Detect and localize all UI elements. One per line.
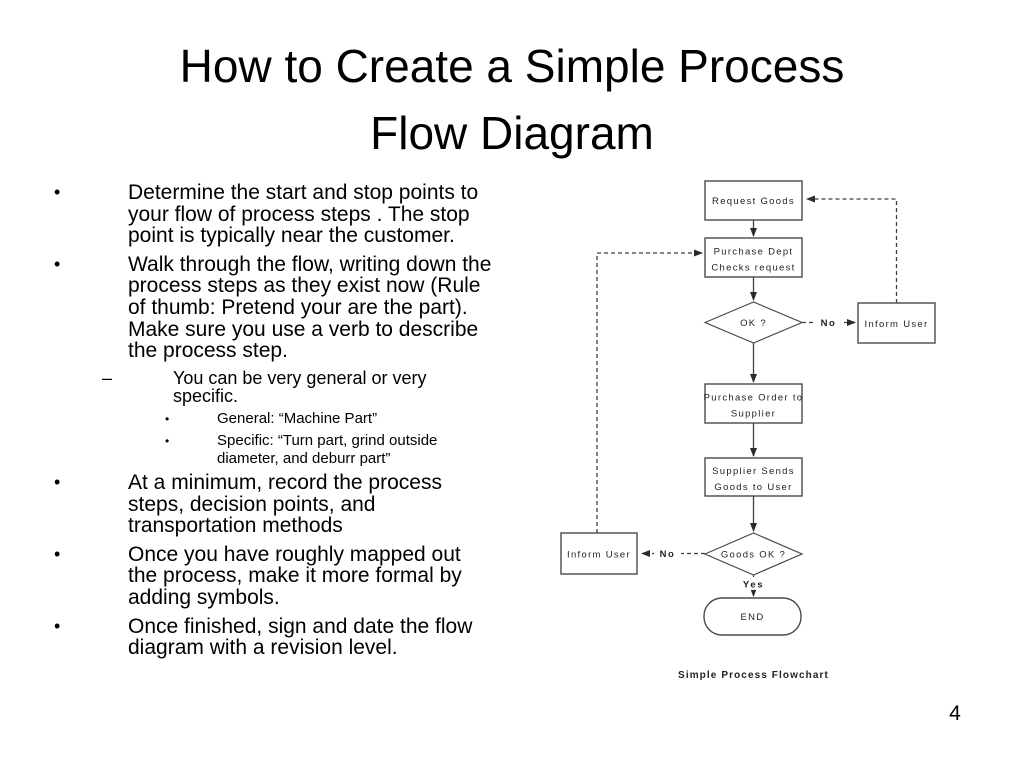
process-flow-diagram: Request Goods Purchase Dept Checks reque… xyxy=(560,180,936,681)
flowchart-caption: Simple Process Flowchart xyxy=(678,670,829,681)
page-number: 4 xyxy=(949,702,961,725)
supplier-sends-label-line2: Goods to User xyxy=(714,482,792,493)
inform-user-right-label: Inform User xyxy=(865,319,929,330)
inform-user-left-box xyxy=(560,532,638,575)
bullet-marker: • xyxy=(54,253,61,274)
purchase-dept-label-line1: Purchase Dept xyxy=(714,247,794,258)
purchase-order-label-line1: Purchase Order to xyxy=(704,393,804,404)
bullet-text: Specific: “Turn part, grind outside diam… xyxy=(217,431,438,467)
ok-decision-diamond xyxy=(703,301,804,344)
request-goods-box xyxy=(704,180,803,221)
list-item: • At a minimum, record the process steps… xyxy=(38,472,493,537)
bullet-text: Determine the start and stop points to y… xyxy=(128,181,479,248)
bullet-text: Walk through the flow, writing down the … xyxy=(128,252,492,363)
bullet-list: • Determine the start and stop points to… xyxy=(38,182,493,666)
bullet-text: You can be very general or very specific… xyxy=(173,367,427,407)
page-title: How to Create a Simple Process Flow Diag… xyxy=(0,33,1024,167)
bullet-marker: • xyxy=(54,471,61,492)
goods-ok-decision-label: Goods OK ? xyxy=(721,550,786,561)
dash-marker: – xyxy=(102,367,113,388)
title-line-2: Flow Diagram xyxy=(370,107,654,159)
list-item: • Determine the start and stop points to… xyxy=(38,182,493,247)
bullet-text: General: “Machine Part” xyxy=(217,409,378,427)
list-item: • Walk through the flow, writing down th… xyxy=(38,252,493,363)
list-item: • General: “Machine Part” xyxy=(38,410,493,428)
inform-user-right-box xyxy=(857,302,936,344)
no-left-label-bg xyxy=(654,546,681,560)
bullet-marker: • xyxy=(165,411,170,426)
end-label: END xyxy=(741,612,765,623)
end-terminator xyxy=(703,597,802,636)
dashed-feedback-informuser-to-request xyxy=(806,195,898,303)
yes-label-bg xyxy=(738,577,769,590)
goods-ok-decision-diamond xyxy=(703,532,804,576)
no-left-label: No xyxy=(660,549,676,560)
bullet-text: At a minimum, record the process steps, … xyxy=(128,470,442,538)
list-item: – You can be very general or very specif… xyxy=(38,367,493,407)
purchase-dept-box xyxy=(704,237,803,278)
list-item: • Once you have roughly mapped out the p… xyxy=(38,542,493,609)
title-line-1: How to Create a Simple Process xyxy=(179,40,845,92)
ok-decision-label: OK ? xyxy=(740,318,767,329)
bullet-marker: • xyxy=(54,182,61,202)
bullet-marker: • xyxy=(54,543,61,564)
purchase-order-box xyxy=(704,383,803,424)
yes-label: Yes xyxy=(743,580,764,591)
no-right-label: No xyxy=(821,318,837,329)
no-right-label-bg xyxy=(815,315,842,329)
bullet-text: Once you have roughly mapped out the pro… xyxy=(128,542,462,609)
bullet-text: Once finished, sign and date the flow di… xyxy=(128,614,473,660)
bullet-marker: • xyxy=(54,615,61,636)
bullet-marker: • xyxy=(165,433,170,448)
supplier-sends-label-line1: Supplier Sends xyxy=(712,466,795,477)
inform-user-left-label: Inform User xyxy=(567,550,631,561)
list-item: • Specific: “Turn part, grind outside di… xyxy=(38,432,493,468)
list-item: • Once finished, sign and date the flow … xyxy=(38,614,493,660)
dashed-feedback-informuser-to-purchase xyxy=(596,249,703,533)
supplier-sends-box xyxy=(704,457,803,497)
request-goods-label: Request Goods xyxy=(712,196,795,207)
purchase-order-label-line2: Supplier xyxy=(731,409,776,420)
purchase-dept-label-line2: Checks request xyxy=(711,263,795,274)
